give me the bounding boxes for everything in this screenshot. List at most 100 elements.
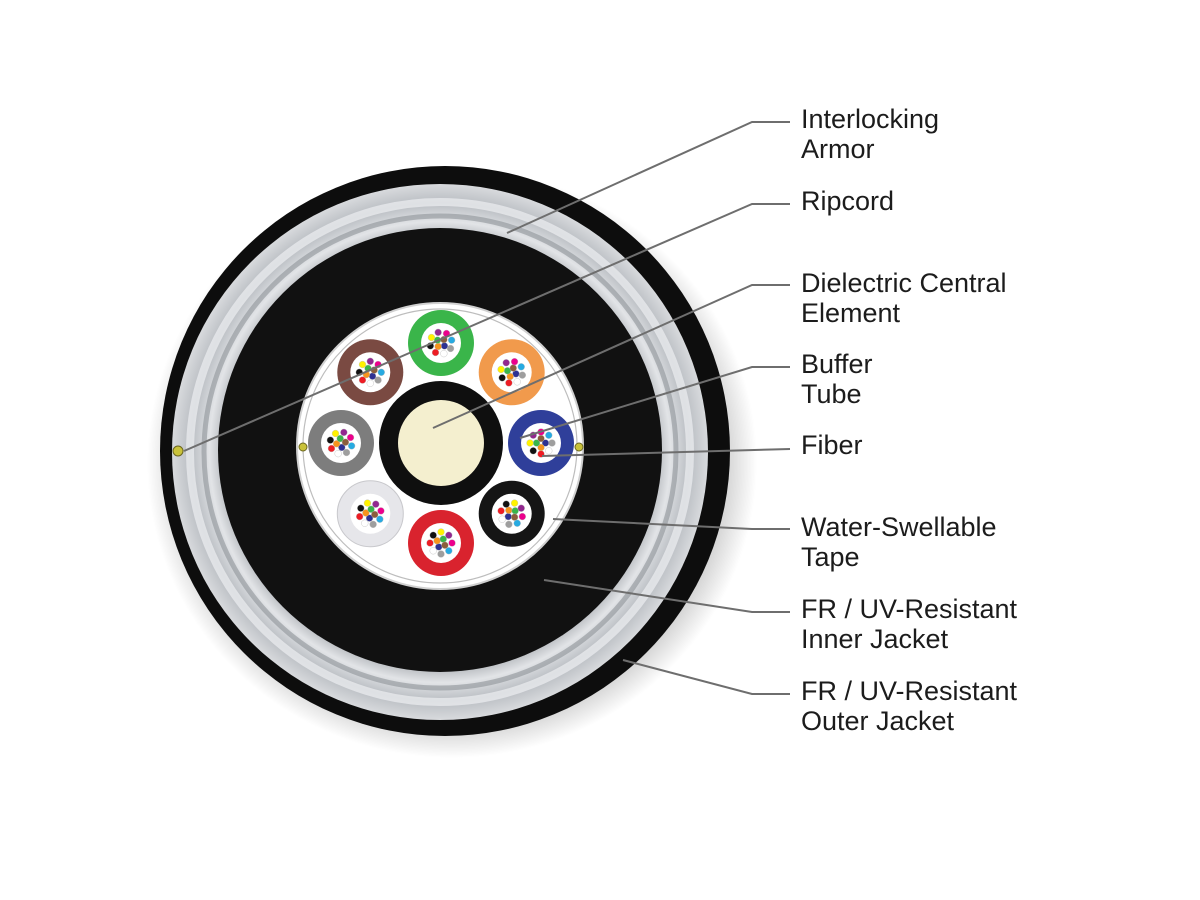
fiber [498, 515, 506, 523]
label-line: Interlocking [801, 104, 940, 134]
fiber [498, 374, 506, 382]
fiber [518, 512, 526, 521]
fiber [366, 379, 374, 387]
fiber [497, 365, 505, 374]
label-fiber: Fiber [801, 430, 863, 460]
buffer-tube-gel [350, 493, 391, 534]
fiber [510, 513, 519, 521]
label-line: Dielectric Central [801, 268, 1007, 298]
fiber [342, 448, 351, 457]
fiber [510, 358, 519, 366]
fiber [517, 363, 525, 371]
fiber [448, 539, 456, 547]
fiber [427, 333, 436, 342]
fiber [372, 500, 380, 508]
fiber [537, 434, 545, 443]
fiber [346, 433, 355, 442]
fiber [327, 444, 336, 453]
fiber [357, 504, 365, 512]
fiber [371, 510, 379, 519]
fiber [334, 450, 342, 458]
leader-outer [622, 659, 790, 695]
fiber [497, 507, 505, 515]
fiber [505, 520, 513, 528]
label-interlocking-armor: Interlocking Armor [801, 104, 939, 164]
fiber [448, 336, 456, 344]
fiber [369, 520, 377, 528]
label-line: Tape [801, 542, 860, 572]
fiber [513, 519, 521, 527]
fiber [374, 376, 382, 384]
fiber [445, 531, 453, 539]
fiber [340, 428, 348, 436]
label-line: Armor [801, 134, 875, 164]
leader-armor [506, 121, 790, 234]
fiber [326, 436, 334, 444]
ripcord-inner-left [298, 442, 308, 452]
fiber [377, 507, 385, 515]
fiber [446, 344, 455, 353]
buffer-tube-gel [491, 352, 532, 393]
fiber [545, 431, 553, 439]
leader-tape [552, 518, 790, 530]
fiber [505, 379, 513, 387]
label-line: Ripcord [801, 186, 895, 216]
label-line: Water-Swellable [801, 512, 997, 542]
fiber [526, 439, 534, 447]
leader-ripcord [183, 203, 790, 452]
fiber [429, 547, 437, 555]
fiber [363, 499, 372, 507]
ripcord-inner-right [574, 442, 584, 452]
fiber [366, 357, 374, 365]
fiber [437, 528, 445, 536]
label-line: Outer Jacket [801, 706, 955, 736]
fiber [434, 328, 442, 336]
leader-inner [543, 579, 790, 613]
fiber [377, 368, 385, 376]
fiber [502, 359, 510, 367]
fiber [518, 371, 526, 379]
label-outer-jacket: FR / UV-Resistant Outer Jacket [801, 676, 1017, 736]
fiber [509, 364, 517, 372]
fiber [511, 507, 519, 515]
fiber [445, 547, 453, 555]
fiber [510, 499, 519, 507]
label-dielectric-central-element: Dielectric Central Element [801, 268, 1007, 328]
dielectric-central-element [398, 400, 484, 486]
fiber [358, 376, 367, 384]
fiber [529, 447, 537, 455]
leader-central [432, 284, 790, 429]
fiber [361, 519, 369, 527]
fiber [548, 439, 556, 447]
leader-lines [183, 121, 791, 695]
fiber [376, 515, 384, 523]
fiber [440, 342, 449, 350]
label-inner-jacket: FR / UV-Resistant Inner Jacket [801, 594, 1017, 654]
label-ripcord: Ripcord [801, 186, 894, 216]
buffer-tube-gel [421, 323, 461, 363]
label-line: Inner Jacket [801, 624, 949, 654]
fiber [356, 512, 364, 521]
fiber [440, 350, 448, 358]
fiber [429, 531, 437, 539]
fiber [513, 378, 521, 386]
fiber [545, 447, 553, 455]
fiber [437, 550, 445, 558]
label-water-swellable-tape: Water-Swellable Tape [801, 512, 997, 572]
label-line: Tube [801, 379, 862, 409]
fiber [348, 442, 356, 450]
fiber [434, 342, 442, 351]
fiber [431, 348, 440, 357]
fiber [517, 504, 525, 512]
leader-fiber [541, 448, 791, 457]
buffer-tubes [308, 310, 574, 576]
fiber [504, 512, 512, 521]
label-line: Fiber [801, 430, 863, 460]
label-line: Buffer [801, 349, 873, 379]
fiber [365, 514, 374, 522]
fiber [341, 438, 350, 446]
label-buffer-tube: Buffer Tube [801, 349, 873, 409]
fiber [358, 360, 367, 369]
